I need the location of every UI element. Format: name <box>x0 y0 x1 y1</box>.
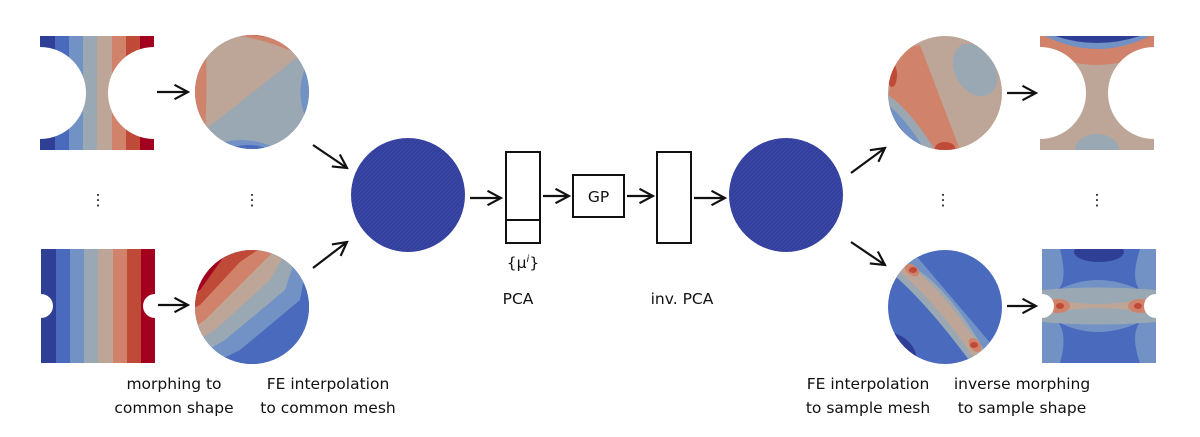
arrow-out-top <box>850 148 885 174</box>
common-mesh-circle <box>351 138 465 252</box>
gp-label: GP <box>588 188 609 206</box>
arrow-interp-bottom <box>312 242 347 269</box>
arrow-interp-top <box>312 144 347 168</box>
arrow-out-bottom <box>850 241 885 265</box>
label-fe-sample-line1: FE interpolation <box>807 375 930 393</box>
label-morphing-line2: common shape <box>114 399 233 417</box>
label-fe-common-line2: to common mesh <box>260 399 395 417</box>
label-inv-morph-line1: inverse morphing <box>954 375 1090 393</box>
ellipsis-vertical: ⋮ <box>244 191 260 209</box>
interpolated-circle-top <box>888 36 1002 150</box>
interpolated-circle-bottom <box>888 250 1002 364</box>
label-inv-morph-line2: to sample shape <box>958 399 1087 417</box>
morphed-circle-top <box>195 35 309 149</box>
gp-box <box>572 174 625 218</box>
input-shape-bottom <box>41 249 155 363</box>
output-shape-top <box>1040 36 1154 166</box>
mu-label: {μi} <box>507 254 539 272</box>
label-pca: PCA <box>503 290 534 308</box>
label-fe-sample-line2: to sample mesh <box>806 399 930 417</box>
label-morphing-line1: morphing to <box>126 375 221 393</box>
predicted-latent-box <box>656 151 692 244</box>
output-shape-bottom <box>1042 242 1156 363</box>
input-shape-top <box>40 36 154 150</box>
label-inv-pca: inv. PCA <box>651 290 714 308</box>
ellipsis-vertical: ⋮ <box>1089 191 1105 209</box>
morphed-circle-bottom <box>195 250 309 364</box>
arrows <box>157 92 1036 306</box>
ellipsis-vertical: ⋮ <box>90 191 106 209</box>
predicted-mesh-circle <box>729 138 843 252</box>
label-fe-common-line1: FE interpolation <box>267 375 390 393</box>
latent-vector-box <box>505 151 541 244</box>
ellipsis-vertical: ⋮ <box>935 191 951 209</box>
